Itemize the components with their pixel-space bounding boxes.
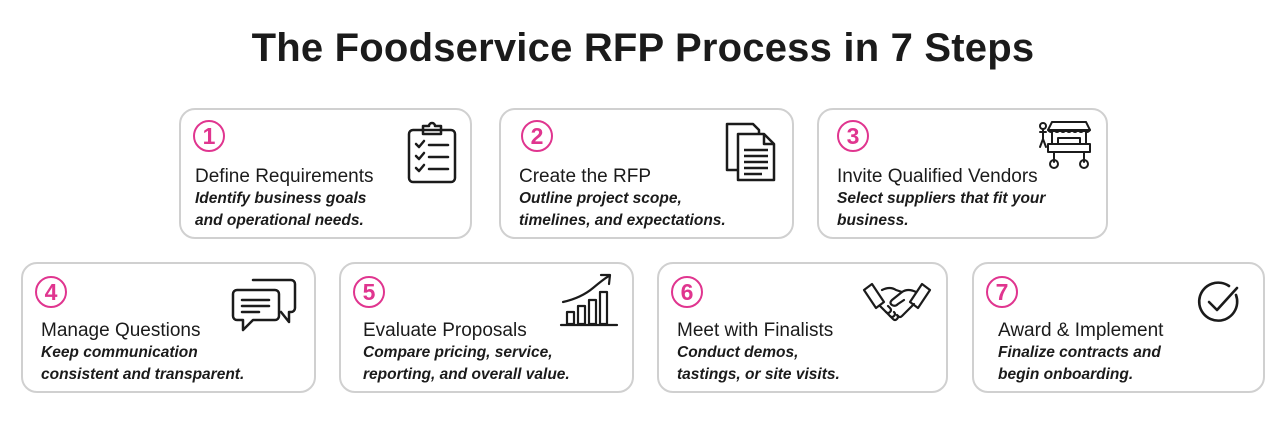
step-title: Meet with Finalists (677, 320, 834, 341)
step-title: Evaluate Proposals (363, 320, 527, 341)
chat-bubbles-icon (231, 274, 297, 334)
step-number-badge: 1 (193, 120, 225, 152)
step-number-badge: 5 (353, 276, 385, 308)
step-number-badge: 3 (837, 120, 869, 152)
step-description-line1: Select suppliers that fit your (837, 190, 1046, 207)
step-description-line2: tastings, or site visits. (677, 366, 840, 383)
clipboard-checklist-icon (405, 120, 459, 184)
step-number-badge: 6 (671, 276, 703, 308)
step-description-line1: Conduct demos, (677, 344, 799, 361)
step-description-line2: reporting, and overall value. (363, 366, 570, 383)
step-number-badge: 4 (35, 276, 67, 308)
step-description-line1: Compare pricing, service, (363, 344, 553, 361)
step-description-line1: Identify business goals (195, 190, 367, 207)
growth-chart-icon (559, 272, 619, 328)
step-description-line1: Finalize contracts and (998, 344, 1161, 361)
step-card-6: 6 Meet with Finalists Conduct demos, tas… (657, 262, 948, 393)
vendor-cart-icon (1038, 116, 1092, 170)
step-number-badge: 2 (521, 120, 553, 152)
step-card-7: 7 Award & Implement Finalize contracts a… (972, 262, 1265, 393)
step-title: Manage Questions (41, 320, 201, 341)
step-description-line2: business. (837, 212, 909, 229)
step-card-1: 1 Define Requirements Identify business … (179, 108, 472, 239)
step-title: Award & Implement (998, 320, 1164, 341)
step-description-line2: consistent and transparent. (41, 366, 245, 383)
step-card-5: 5 Evaluate Proposals Compare pricing, se… (339, 262, 634, 393)
step-card-2: 2 Create the RFP Outline project scope, … (499, 108, 794, 239)
step-title: Invite Qualified Vendors (837, 166, 1038, 187)
step-title: Define Requirements (195, 166, 374, 187)
handshake-icon (862, 280, 932, 330)
checkmark-icon (1196, 280, 1242, 326)
step-description-line2: begin onboarding. (998, 366, 1134, 383)
step-description-line2: and operational needs. (195, 212, 364, 229)
step-description-line1: Keep communication (41, 344, 198, 361)
page-title: The Foodservice RFP Process in 7 Steps (251, 26, 1035, 70)
step-description-line1: Outline project scope, (519, 190, 682, 207)
step-title: Create the RFP (519, 166, 651, 187)
step-number-badge: 7 (986, 276, 1018, 308)
step-card-4: 4 Manage Questions Keep communication co… (21, 262, 316, 393)
documents-icon (724, 120, 778, 184)
step-card-3: 3 Invite Qualified Vendors Select suppli… (817, 108, 1108, 239)
step-description-line2: timelines, and expectations. (519, 212, 726, 229)
